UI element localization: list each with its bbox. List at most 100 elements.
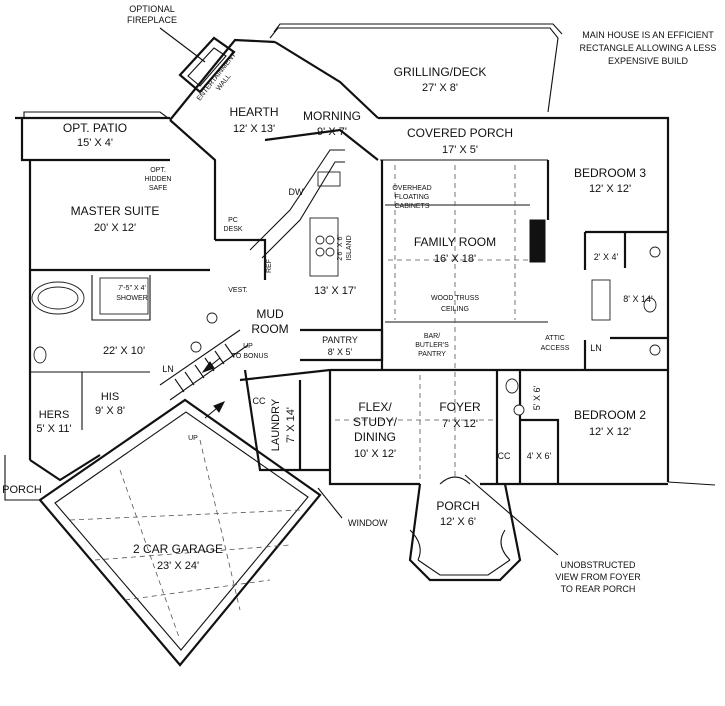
note-line: OPTIONAL [129,4,175,14]
room-dim: 20' X 12' [94,222,136,234]
bar-label: BUTLER'S [415,342,449,349]
closet-dim-label: 8' X 14' [623,294,653,304]
room-laundry: LAUNDRY 7' X 14' [270,398,297,451]
room-hers: HERS 5' X 11' [36,409,71,435]
room-his: HIS 9' X 8' [95,391,125,417]
room-dim: 8' X 5' [328,347,353,357]
note-line: UNOBSTRUCTED [560,560,636,570]
closet-dim-label: 4' X 6' [527,451,552,461]
room-covered-porch: COVERED PORCH 17' X 5' [407,126,513,156]
room-name: FOYER [439,400,481,414]
room-bedroom-3: BEDROOM 3 12' X 12' [574,166,646,195]
island-dim-label: 2'6" X 6' [337,235,344,260]
up-bonus-label: UP [243,343,253,350]
room-name: OPT. PATIO [63,121,127,135]
note-line: FIREPLACE [127,15,177,25]
room-dim: 15' X 4' [77,137,113,149]
room-dim: 12' X 12' [589,183,631,195]
fireplace-icon [529,219,546,263]
main-house-note: MAIN HOUSE IS AN EFFICIENT RECTANGLE ALL… [580,30,717,66]
room-dim: 12' X 6' [440,516,476,528]
pc-desk-label: PC [228,217,238,224]
room-master-suite: MASTER SUITE 20' X 12' [71,204,160,234]
room-side-porch: PORCH [2,484,42,496]
room-dim: 7' X 12' [442,418,478,430]
room-dim: 13' X 17' [314,285,356,297]
room-opt-patio: OPT. PATIO 15' X 4' [63,121,127,149]
arrows [201,357,226,419]
room-dim: 17' X 5' [442,144,478,156]
truss-label: WOOD TRUSS [431,295,479,302]
room-dim: 12' X 12' [589,426,631,438]
room-name: COVERED PORCH [407,126,513,140]
note-line: MAIN HOUSE IS AN EFFICIENT [582,30,714,40]
room-mud: MUD ROOM [251,307,288,336]
room-name: STUDY/ [353,415,398,429]
room-dim: 16' X 18' [434,253,476,265]
room-name: HERS [39,409,70,421]
pc-desk-label: DESK [223,226,242,233]
room-morning: MORNING 9' X 7' [303,109,361,138]
bar-label: BAR/ [424,333,440,340]
note-line: TO REAR PORCH [561,584,636,594]
safe-label: OPT. [150,167,166,174]
room-name: 2 CAR GARAGE [133,542,223,556]
bar-label: PANTRY [418,351,446,358]
room-front-porch: PORCH 12' X 6' [436,499,479,528]
overhead-cabinets-label: FLOATING [395,194,429,201]
bathtub-icon [591,279,611,321]
overhead-cabinets-label: CABINETS [394,203,429,210]
note-line: EXPENSIVE BUILD [608,56,689,66]
room-name: BEDROOM 3 [574,166,646,180]
room-dim: 23' X 24' [157,560,199,572]
toilet-icon [505,378,519,394]
coat-closet-label: CC [498,451,511,461]
vestibule-label: VEST. [228,287,248,294]
room-flex: FLEX/ STUDY/ DINING 10' X 12' [353,400,398,460]
unobstructed-view-note: UNOBSTRUCTED VIEW FROM FOYER TO REAR POR… [464,474,641,594]
room-name: FAMILY ROOM [414,235,496,249]
note-line: VIEW FROM FOYER [555,572,641,582]
window-label: WINDOW [348,518,388,528]
room-name: PORCH [2,484,42,496]
room-name: HEARTH [229,105,278,119]
shower-label: 7'-5" X 4' [118,285,146,292]
safe-label: HIDDEN [145,176,172,183]
up-label: UP [188,435,198,442]
room-name: FLEX/ [358,400,392,414]
room-name: BEDROOM 2 [574,408,646,422]
sink-icon [513,404,525,416]
room-dim: 7' X 14' [285,407,297,443]
window-note: WINDOW [317,487,388,528]
linen-label: LN [162,364,174,374]
note-line: ENTERTAINMENT [196,51,238,102]
room-name: DINING [354,430,396,444]
room-hearth: HEARTH 12' X 13' [229,105,278,135]
room-family: FAMILY ROOM 16' X 18' [414,235,496,265]
room-name: GRILLING/DECK [394,65,487,79]
room-name: LAUNDRY [270,398,282,451]
attic-label: ACCESS [541,345,570,352]
truss-label: CEILING [441,306,469,313]
walls [4,23,716,667]
room-dim: 10' X 12' [354,448,396,460]
room-garage: 2 CAR GARAGE 23' X 24' [133,542,223,572]
room-dim: 27' X 8' [422,82,458,94]
room-name: MASTER SUITE [71,204,160,218]
closet-dim-label: 5' X 6' [532,385,542,410]
room-foyer: FOYER 7' X 12' [439,400,481,430]
closet-dim-label: 2' X 4' [594,252,619,262]
room-bedroom-2: BEDROOM 2 12' X 12' [574,408,646,438]
sink-icon [649,344,661,356]
overhead-cabinets-label: OVERHEAD [392,185,431,192]
room-pantry: PANTRY 8' X 5' [322,335,358,357]
up-bonus-label: TO BONUS [232,353,269,360]
island-icon [309,217,339,277]
note-line: RECTANGLE ALLOWING A LESS [580,43,717,53]
toilet-icon [643,297,657,313]
attic-label: ATTIC [545,335,565,342]
room-name: MORNING [303,109,361,123]
optional-fireplace-note: OPTIONAL FIREPLACE [127,4,206,63]
room-grilling-deck: GRILLING/DECK 27' X 8' [394,65,487,94]
